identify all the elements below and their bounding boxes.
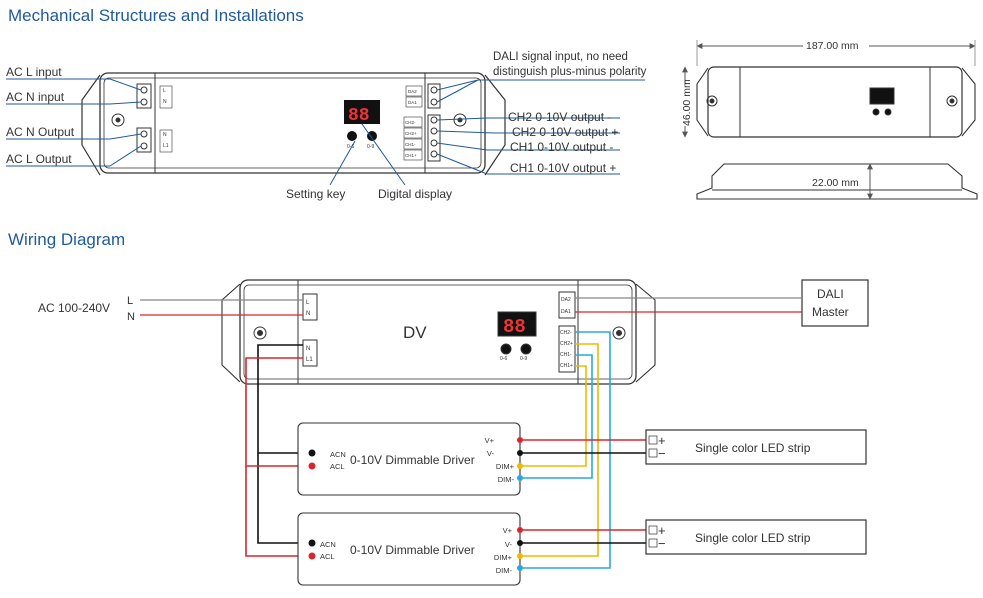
- label-ac-n-output: AC N Output: [6, 125, 75, 139]
- mech-term-ch1m: CH1-: [405, 142, 416, 147]
- driver-2-dimminus: DIM-: [496, 566, 513, 575]
- driver-1-title: 0-10V Dimmable Driver: [350, 453, 475, 467]
- driver-2-dimplus: DIM+: [494, 553, 513, 562]
- strip-2-plus: +: [658, 523, 666, 538]
- driver-2-vminus: V-: [505, 540, 513, 549]
- mech-term-ch1p: CH1+: [405, 153, 417, 158]
- driver-1-acl: ACL: [330, 462, 345, 471]
- ac-voltage-label: AC 100-240V: [38, 301, 110, 315]
- label-dali-note-1: DALI signal input, no need: [493, 51, 628, 63]
- dev-term-l: L: [306, 300, 310, 306]
- wiring-title: Wiring Diagram: [8, 230, 126, 249]
- mech-top-view: L N N L1 DA2 DA1 CH2- CH2+ CH1- CH1+ 88 …: [81, 72, 506, 176]
- dev-term-da2: DA2: [561, 297, 571, 303]
- mech-term-da2: DA2: [408, 89, 417, 94]
- device-label: DV: [403, 323, 427, 342]
- driver-1-vminus: V-: [487, 449, 495, 458]
- dim-length-bg: [803, 38, 869, 52]
- strip-2-minus: −: [658, 536, 666, 551]
- dev-btn-left: 0-6: [500, 356, 507, 362]
- mech-term-n: N: [163, 99, 167, 105]
- driver-1-dimplus: DIM+: [496, 462, 515, 471]
- dev-term-da1: DA1: [561, 309, 571, 315]
- strip-1-minus: −: [658, 446, 666, 461]
- dim-height: 22.00 mm: [812, 177, 859, 189]
- label-ac-l-output: AC L Output: [6, 152, 72, 166]
- wiring-device: [221, 279, 656, 385]
- dev-term-ch1p: CH1+: [560, 363, 573, 369]
- dali-master-box: [801, 279, 869, 327]
- mech-term-n-out: N: [163, 132, 167, 138]
- dim-top-view: [682, 40, 976, 138]
- mech-btn-left: 0-6: [347, 144, 354, 150]
- wire-dim: [520, 331, 611, 569]
- label-dali-note-2: distinguish plus-minus polarity: [493, 66, 647, 78]
- dim-width: 46.00 mm: [681, 79, 693, 126]
- label-ch2-plus: CH2 0-10V output +: [512, 125, 618, 139]
- wire-strip: [520, 439, 652, 544]
- driver-1-box: [297, 422, 521, 496]
- driver-2-box: [297, 512, 521, 586]
- svg-text:88: 88: [348, 106, 370, 126]
- strip-2-label: Single color LED strip: [695, 531, 811, 545]
- driver-1-acn: ACN: [330, 450, 346, 459]
- label-ac-l-input: AC L input: [6, 65, 62, 79]
- mech-btn-right: 0-9: [367, 144, 374, 150]
- label-setting-key: Setting key: [286, 187, 345, 201]
- master-label: Master: [812, 305, 849, 319]
- dev-term-n-out: N: [306, 346, 310, 352]
- label-ch2-minus: CH2 0-10V output -: [508, 110, 611, 124]
- dim-width-bg: [679, 84, 693, 126]
- dev-term-ch2p: CH2+: [560, 341, 573, 347]
- driver-1-dimminus: DIM-: [498, 475, 515, 484]
- led-strip-2: [645, 519, 867, 555]
- dim-length: 187.00 mm: [806, 40, 859, 52]
- mechanical-title: Mechanical Structures and Installations: [8, 6, 304, 25]
- wire-ac-out: [245, 344, 312, 557]
- mech-right-callouts: [329, 79, 645, 186]
- driver-1-vplus: V+: [485, 436, 495, 445]
- svg-text:88: 88: [503, 316, 526, 338]
- mech-term-ch2p: CH2+: [405, 131, 417, 136]
- dim-height-bg: [810, 176, 866, 189]
- strip-1-label: Single color LED strip: [695, 441, 811, 455]
- ac-l-label: L: [127, 295, 133, 307]
- dev-term-ch2m: CH2-: [560, 330, 572, 336]
- mech-term-l1: L1: [163, 143, 169, 149]
- mech-term-ch2m: CH2-: [405, 120, 416, 125]
- mech-left-callouts: [6, 78, 142, 167]
- driver-2-vplus: V+: [503, 526, 513, 535]
- label-ac-n-input: AC N input: [6, 90, 65, 104]
- ac-n-label: N: [127, 311, 135, 323]
- dali-label: DALI: [817, 287, 844, 301]
- dev-term-l1: L1: [306, 357, 313, 363]
- mech-term-l: L: [163, 88, 166, 94]
- driver-2-title: 0-10V Dimmable Driver: [350, 543, 475, 557]
- label-digital-display: Digital display: [378, 187, 452, 201]
- dev-term-ch1m: CH1-: [560, 352, 572, 358]
- mech-term-da1: DA1: [408, 100, 417, 105]
- dev-btn-right: 0-9: [520, 356, 527, 362]
- dev-term-n: N: [306, 311, 310, 317]
- led-strip-1: [645, 429, 867, 465]
- label-ch1-plus: CH1 0-10V output +: [510, 161, 616, 175]
- driver-2-acl: ACL: [320, 552, 335, 561]
- driver-2-acn: ACN: [320, 540, 336, 549]
- label-ch1-minus: CH1 0-10V output -: [510, 140, 613, 154]
- strip-1-plus: +: [658, 433, 666, 448]
